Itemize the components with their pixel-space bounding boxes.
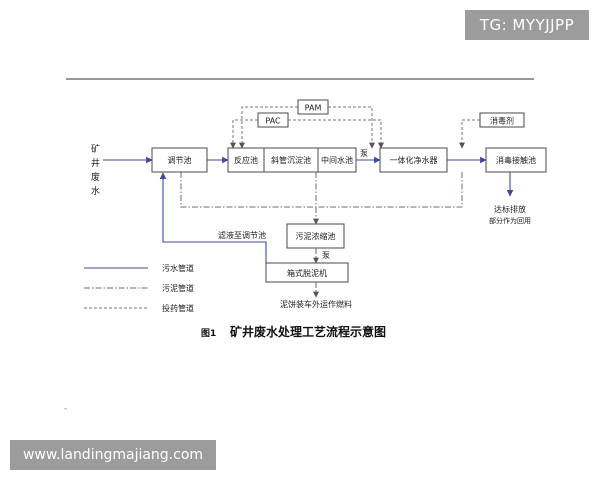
source-char-2: 井 bbox=[91, 157, 100, 169]
xiaodu-jiechu-label: 消毒接触池 bbox=[496, 155, 536, 165]
reuse-label: 部分作为回用 bbox=[489, 216, 531, 225]
source-char-3: 废 bbox=[91, 171, 100, 183]
tiaojiechi-label: 调节池 bbox=[168, 155, 192, 165]
xiaoduji-box: 消毒剂 bbox=[479, 112, 525, 128]
xiaodu-jiechu-box: 消毒接触池 bbox=[485, 147, 547, 173]
pam-box: PAM bbox=[297, 99, 329, 115]
caption-title: 矿井废水处理工艺流程示意图 bbox=[230, 324, 386, 339]
legend-label-sludge: 污泥管道 bbox=[162, 283, 194, 293]
xiaoduji-label: 消毒剂 bbox=[490, 116, 514, 126]
xieguan-label: 斜管沉淀池 bbox=[271, 155, 311, 165]
dosing-lines bbox=[230, 106, 480, 149]
fanyingchi-label: 反应池 bbox=[234, 155, 258, 165]
zhongjian-label: 中间水池 bbox=[321, 155, 353, 165]
reaction-train-box: 反应池 斜管沉淀池 中间水池 bbox=[227, 147, 357, 173]
pam-label: PAM bbox=[305, 104, 322, 113]
tiaojiechi-box: 调节池 bbox=[151, 147, 208, 173]
pac-label: PAC bbox=[265, 117, 281, 126]
wuni-nongsuo-label: 污泥浓缩池 bbox=[296, 231, 336, 241]
legend-item-sludge: 污泥管道 bbox=[84, 283, 194, 293]
watermark-top-right: TG: MYYJJPP bbox=[465, 10, 589, 40]
sludge-lines bbox=[180, 172, 463, 298]
xiangshi-box: 箱式脱泥机 bbox=[265, 262, 349, 283]
source-label: 矿 井 废 水 bbox=[91, 143, 103, 197]
pump-label-bottom: 泵 bbox=[322, 251, 330, 260]
filtrate-return-label: 滤液至调节池 bbox=[218, 230, 266, 240]
discharge-label: 达标排放 bbox=[494, 204, 526, 214]
sewage-lines bbox=[103, 156, 514, 265]
sludge-cake-label: 泥饼装车外运作燃料 bbox=[280, 299, 352, 309]
legend: 污水管道 污泥管道 投药管道 bbox=[84, 263, 194, 313]
legend-item-dosing: 投药管道 bbox=[84, 303, 194, 313]
pac-box: PAC bbox=[257, 112, 289, 128]
wuni-nongsuo-box: 污泥浓缩池 bbox=[286, 223, 345, 249]
pump-label-top: 泵 bbox=[360, 149, 368, 158]
source-char-4: 水 bbox=[91, 185, 100, 197]
legend-label-dosing: 投药管道 bbox=[162, 303, 194, 313]
source-char-1: 矿 bbox=[91, 143, 100, 155]
legend-item-sewage: 污水管道 bbox=[84, 263, 194, 273]
legend-label-sewage: 污水管道 bbox=[162, 263, 194, 273]
yitihua-box: 一体化净水器 bbox=[379, 147, 448, 173]
watermark-bottom-left: www.landingmajiang.com bbox=[10, 440, 216, 470]
caption-prefix: 图1 bbox=[201, 328, 216, 339]
xiangshi-label: 箱式脱泥机 bbox=[287, 268, 327, 278]
corner-mark: - bbox=[64, 404, 68, 414]
yitihua-label: 一体化净水器 bbox=[390, 155, 438, 165]
